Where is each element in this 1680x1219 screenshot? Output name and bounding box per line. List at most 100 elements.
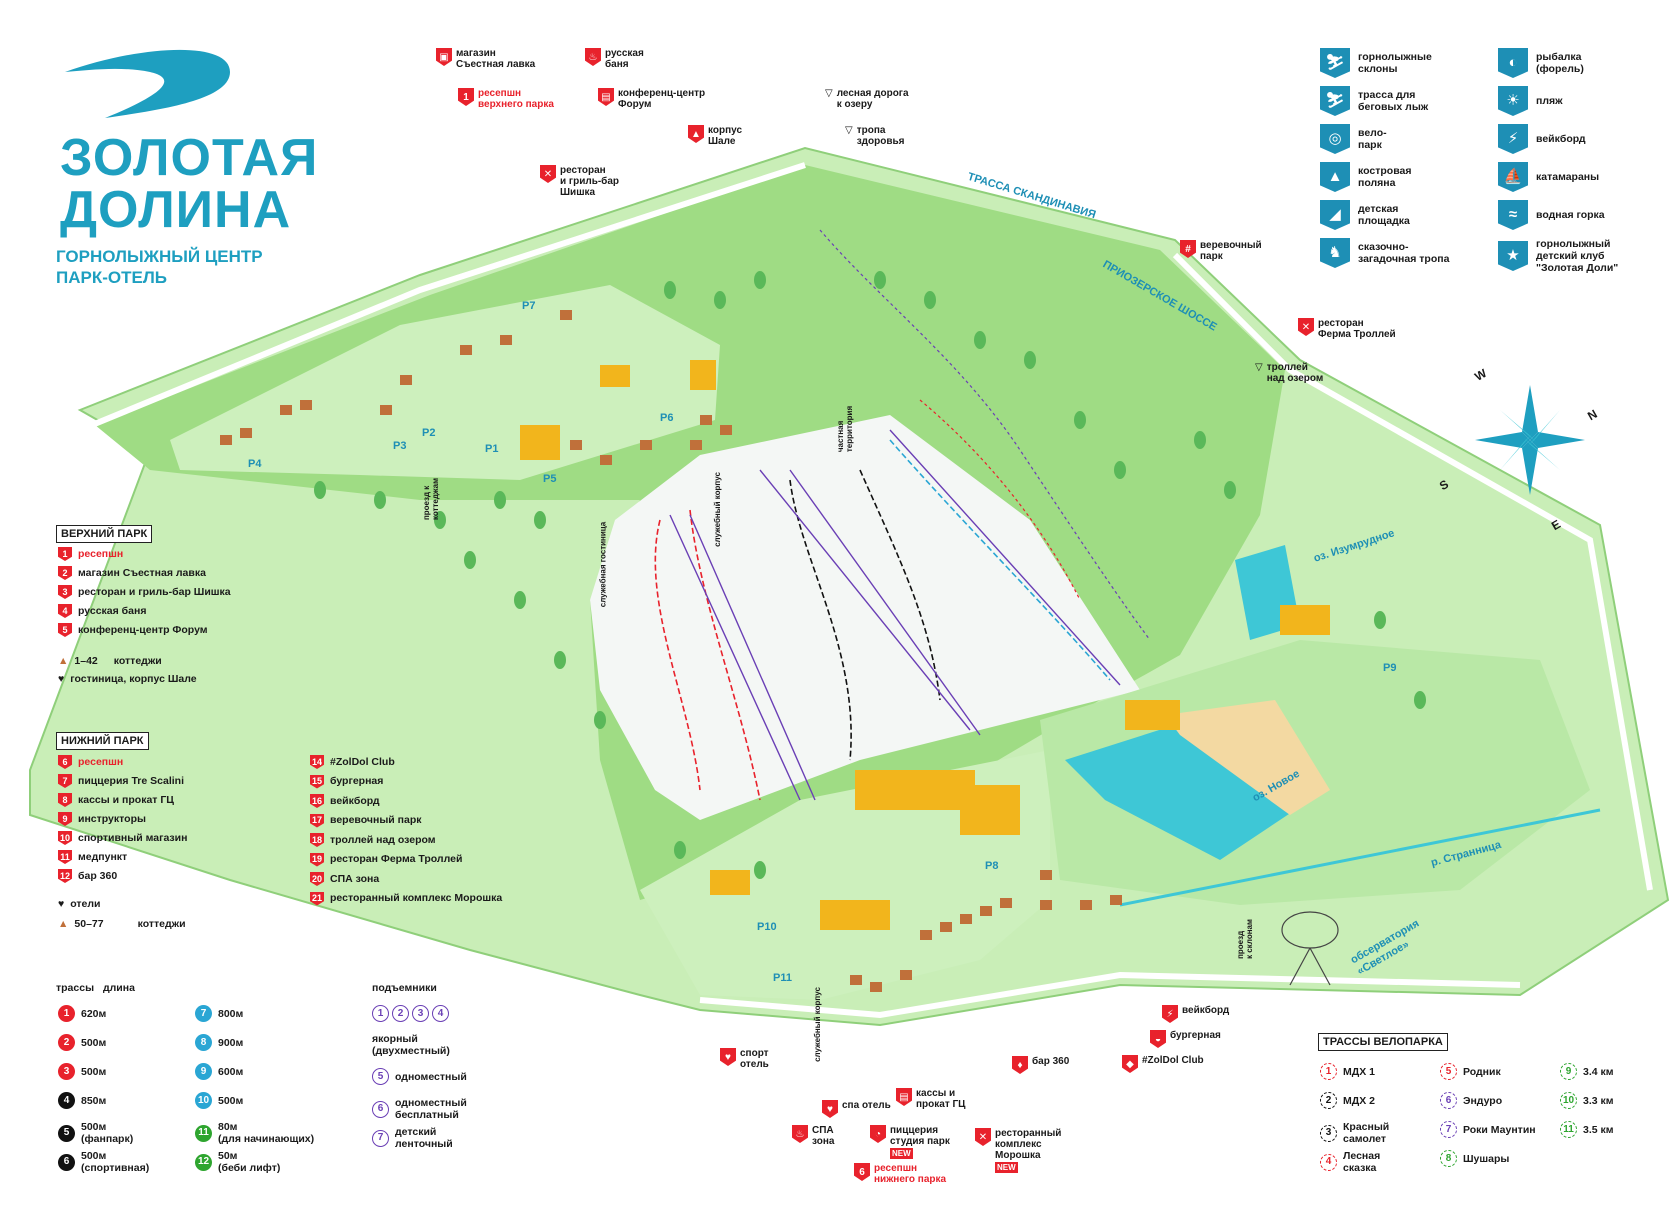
lift-3 — [759, 469, 971, 731]
pin-reception-top-line2: верхнего парка — [478, 99, 554, 110]
building-chalet — [690, 360, 716, 390]
slopes-header: трассы длина — [56, 982, 135, 994]
park-legend-item: 14#ZolDol Club — [310, 755, 395, 769]
parking-p11: P11 — [773, 972, 792, 984]
bike-label: 3.5 км — [1583, 1124, 1614, 1136]
pin-bar360[interactable]: ♦ бар 360 — [1012, 1056, 1069, 1074]
restaurant-icon: ✕ — [975, 1128, 991, 1146]
upper-cottages-range: 1–42 — [74, 655, 98, 667]
legend-label: пиццерия Tre Scalini — [78, 774, 184, 787]
label-pass-cottages-line1: проезд к — [422, 485, 432, 521]
bike-number-marker: 7 — [1440, 1121, 1457, 1138]
service-label-line1: катамараны — [1536, 171, 1600, 183]
service-legend-item: ♞сказочно-загадочная тропа — [1320, 238, 1449, 268]
cottage-icon: ▲ — [58, 655, 69, 667]
upper-hotel-legend: ♥ гостиница, корпус Шале — [58, 673, 197, 686]
bike-number-marker: 8 — [1440, 1150, 1457, 1167]
pin-zoldol[interactable]: ◆ #ZolDol Club — [1122, 1055, 1204, 1073]
parking-p3: P3 — [393, 440, 407, 452]
legend-label: спортивный магазин — [78, 831, 188, 844]
bike-label: Роки Маунтин — [1463, 1124, 1536, 1136]
park-legend-item: 10 спортивный магазин — [58, 831, 187, 845]
park-legend-item: 7 пиццерия Tre Scalini — [58, 774, 184, 788]
slope-length-value: 500м — [81, 1121, 107, 1133]
pin-spa-hotel[interactable]: ♥ спа отель — [822, 1100, 891, 1118]
slope-length: 900м — [218, 1037, 243, 1049]
health-trail-marker-icon: ▽ — [845, 125, 853, 136]
slope-length-value: 500м — [218, 1094, 244, 1107]
service-label: водная горка — [1536, 209, 1605, 221]
pin-burger[interactable]: ◒ бургерная — [1150, 1030, 1221, 1048]
label-service-block: служебный корпус — [712, 472, 722, 547]
bike-label-line1: 3.5 км — [1583, 1123, 1614, 1136]
bike-label: Шушары — [1463, 1153, 1509, 1165]
hotel-icon: ♥ — [58, 673, 65, 685]
upper-hotel-label: гостиница, корпус Шале — [70, 673, 197, 685]
lower-hotels-legend: ♥ отели — [58, 898, 101, 911]
forest-road-marker-icon: ▽ — [825, 88, 833, 99]
kids-ski-club-icon: ★ — [1498, 241, 1528, 271]
building-shishka — [520, 425, 560, 460]
slope-length-note: (спортивная) — [81, 1162, 150, 1174]
lift-number-marker: 3 — [412, 1005, 429, 1022]
slope-number-marker: 9 — [195, 1063, 212, 1080]
pin-reception-low-line2: нижнего парка — [874, 1174, 947, 1185]
hotel-icon: ♥ — [822, 1100, 838, 1118]
pin-chalet-line2: Шале — [708, 136, 736, 147]
legend-marker: 7 — [58, 774, 72, 788]
legend-marker: 17 — [310, 813, 324, 828]
slope-2 — [689, 509, 761, 801]
service-label-line1: сказочно- — [1358, 241, 1409, 253]
service-label: пляж — [1536, 95, 1563, 107]
lift-number-marker: 5 — [372, 1068, 389, 1085]
slope-length: 500м(спортивная) — [81, 1150, 149, 1174]
cottage-icon: ▲ — [58, 918, 69, 930]
pin-tickets-line2: прокат ГЦ — [916, 1099, 966, 1110]
legend-marker: 10 — [58, 831, 72, 845]
pin-tickets-line1: кассы и — [916, 1088, 956, 1099]
river-strannitsa — [1119, 808, 1601, 907]
legend-label: веревочный парк — [330, 814, 422, 826]
parking-p1: P1 — [485, 443, 499, 455]
legend-marker: 8 — [58, 793, 72, 807]
restaurant-icon: ✕ — [1298, 318, 1314, 336]
bike-number-marker: 4 — [1320, 1153, 1337, 1171]
lifts-title: подъемники — [372, 982, 437, 994]
bike-label-line1: МДХ 1 — [1343, 1065, 1375, 1078]
lower-hotels-label: отели — [70, 898, 101, 910]
lift-label-line2: бесплатный — [395, 1109, 459, 1121]
bike-trail-upper — [819, 229, 1151, 641]
service-label-line1: пляж — [1536, 95, 1563, 107]
brand-title-line2: ДОЛИНА — [60, 181, 292, 239]
pin-moroshka-line1: ресторанный — [995, 1128, 1062, 1139]
legend-label: ресепшн — [78, 547, 124, 560]
pin-wakeboard[interactable]: ⚡ вейкборд — [1162, 1005, 1229, 1023]
ski-area — [590, 415, 1140, 820]
